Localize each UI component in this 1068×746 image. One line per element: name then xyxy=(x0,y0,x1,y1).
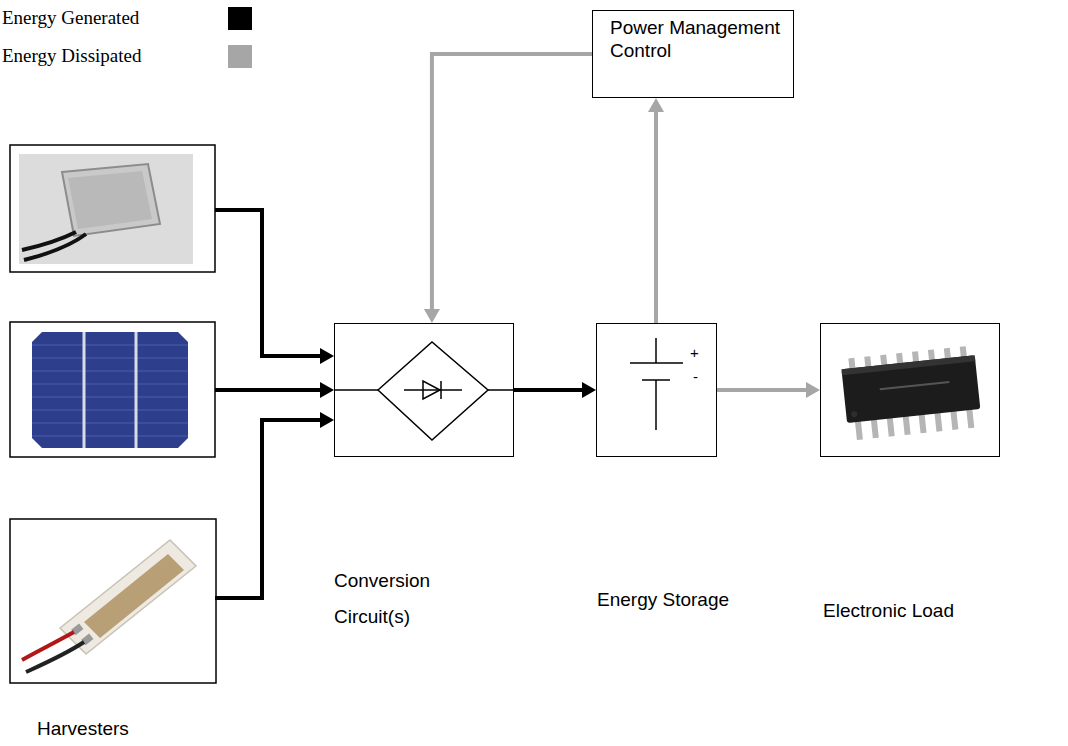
arrow-head xyxy=(320,382,334,398)
lead-wire xyxy=(22,632,74,660)
flow-connector xyxy=(717,382,820,398)
solar-cell xyxy=(32,332,188,448)
photo-ground xyxy=(19,154,193,264)
connector-line xyxy=(432,54,592,310)
bridge-diamond xyxy=(378,342,488,440)
chip-picture xyxy=(840,345,982,441)
harvester-frame xyxy=(10,322,215,457)
bus-bar xyxy=(83,332,86,448)
battery-symbol xyxy=(655,380,657,430)
connector-line xyxy=(654,111,658,323)
harvester-frame xyxy=(10,145,215,272)
box-heading: Conversion Circuit(s) xyxy=(334,563,474,635)
flow-connector xyxy=(648,98,664,323)
harvester-arrow xyxy=(215,420,320,598)
battery-symbol xyxy=(630,362,683,364)
flow-connector xyxy=(424,54,592,323)
control-box: Power Management Control xyxy=(592,10,794,98)
piezo-strip xyxy=(60,540,196,654)
connector-line xyxy=(717,388,807,392)
arrow-head xyxy=(582,382,596,398)
flow-connector xyxy=(514,382,596,398)
harvester-arrow xyxy=(215,388,320,392)
harvester-frame xyxy=(10,519,216,683)
bus-bar xyxy=(135,332,138,448)
box-heading: Energy Storage xyxy=(597,589,729,612)
diode-symbol xyxy=(440,381,442,399)
polarity-mark: - xyxy=(693,368,698,386)
battery-symbol xyxy=(655,338,657,363)
arrow-head xyxy=(806,382,820,398)
storage-box: Energy Storage xyxy=(596,323,717,457)
circuit-wire xyxy=(488,389,513,391)
harvester-arrow xyxy=(215,210,320,356)
legend-swatch xyxy=(228,7,252,30)
arrow-head xyxy=(320,412,334,428)
group-label: Harvesters xyxy=(37,718,129,741)
solar-grid xyxy=(32,345,188,436)
thermo-module xyxy=(68,171,152,229)
arrow-head xyxy=(320,348,334,364)
lead-wire xyxy=(22,232,76,250)
arrow-head xyxy=(424,309,440,323)
legend-text: Energy Generated xyxy=(2,7,139,30)
lead-wire xyxy=(24,234,86,260)
connector-line xyxy=(514,388,583,392)
diode-symbol xyxy=(404,389,462,391)
polarity-mark: + xyxy=(690,344,699,362)
legend-text: Energy Dissipated xyxy=(2,45,142,68)
conversion-box: Conversion Circuit(s) xyxy=(334,323,514,457)
piezo-electrode xyxy=(84,554,184,638)
box-text: Power Management Control xyxy=(610,17,783,63)
legend-swatch xyxy=(228,45,252,68)
lead-wire xyxy=(26,642,84,672)
load-box: Electronic Load xyxy=(820,323,1000,457)
circuit-wire xyxy=(335,389,378,391)
box-heading: Electronic Load xyxy=(823,600,954,623)
thermo-module xyxy=(62,164,160,236)
arrow-head xyxy=(648,98,664,112)
diode-symbol xyxy=(423,381,440,399)
